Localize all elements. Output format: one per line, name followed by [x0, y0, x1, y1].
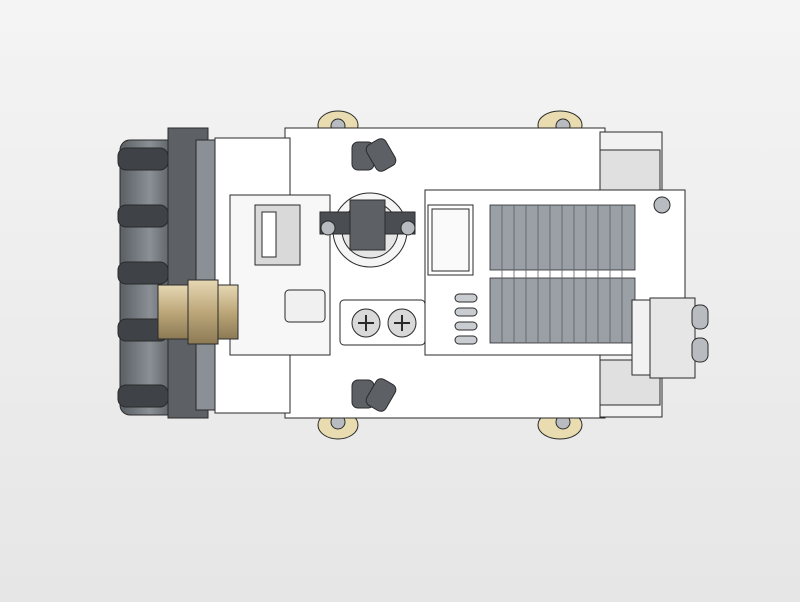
side-mounts [351, 138, 397, 412]
fuel-caps [351, 308, 417, 338]
turret-hatch [319, 192, 416, 268]
front-blade [117, 127, 217, 419]
rear-exhausts [631, 196, 709, 379]
grille-slots [454, 293, 478, 345]
engine-vents [489, 204, 636, 344]
brass-cannon [157, 279, 239, 345]
hull [214, 127, 686, 419]
